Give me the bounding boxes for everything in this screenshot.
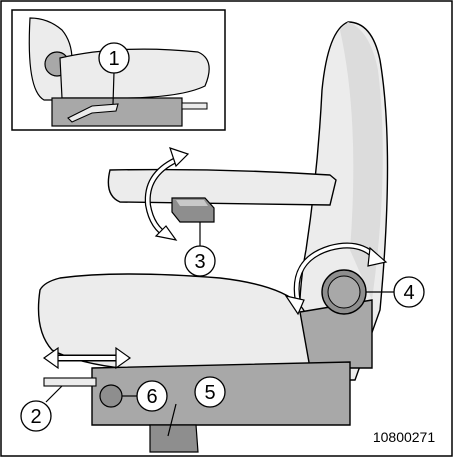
slide-arrow-head-left (42, 346, 59, 370)
callout-2-label: 2 (30, 406, 41, 428)
inset-base (51, 97, 183, 127)
leader-1 (112, 71, 115, 105)
suspension-lever (149, 424, 199, 453)
slide-arrow-head-right (115, 346, 132, 370)
leader-lines (45, 222, 394, 437)
callout-5: 5 (194, 376, 226, 408)
inset-height-lever (67, 103, 119, 123)
callout-1-label: 1 (108, 48, 119, 70)
inset-detail: 1 (11, 9, 226, 131)
armrest-arrow-head-top (169, 147, 190, 168)
slide-rod (43, 377, 97, 387)
armrest-arrow-head-bottom (154, 225, 178, 241)
recline-arrow-head-right (367, 246, 388, 267)
leader-5 (167, 403, 177, 437)
motion-arrows (42, 147, 388, 370)
callout-1: 1 (98, 42, 130, 74)
leader-2 (45, 385, 63, 403)
callout-3-label: 3 (194, 251, 205, 273)
callout-2: 2 (20, 400, 52, 432)
inset-rail (181, 102, 208, 110)
callout-6-label: 6 (146, 386, 157, 408)
callout-4-label: 4 (403, 282, 414, 304)
callout-4: 4 (393, 276, 425, 308)
backrest-shading (340, 22, 383, 300)
armrest (107, 168, 337, 206)
recline-arrow-head-left (284, 295, 305, 316)
callout-5-label: 5 (204, 382, 215, 404)
adjust-knob (99, 384, 123, 408)
callout-6: 6 (136, 380, 168, 412)
inset-cushion (59, 48, 210, 99)
callout-3: 3 (184, 245, 216, 277)
figure-id: 10800271 (373, 429, 436, 445)
